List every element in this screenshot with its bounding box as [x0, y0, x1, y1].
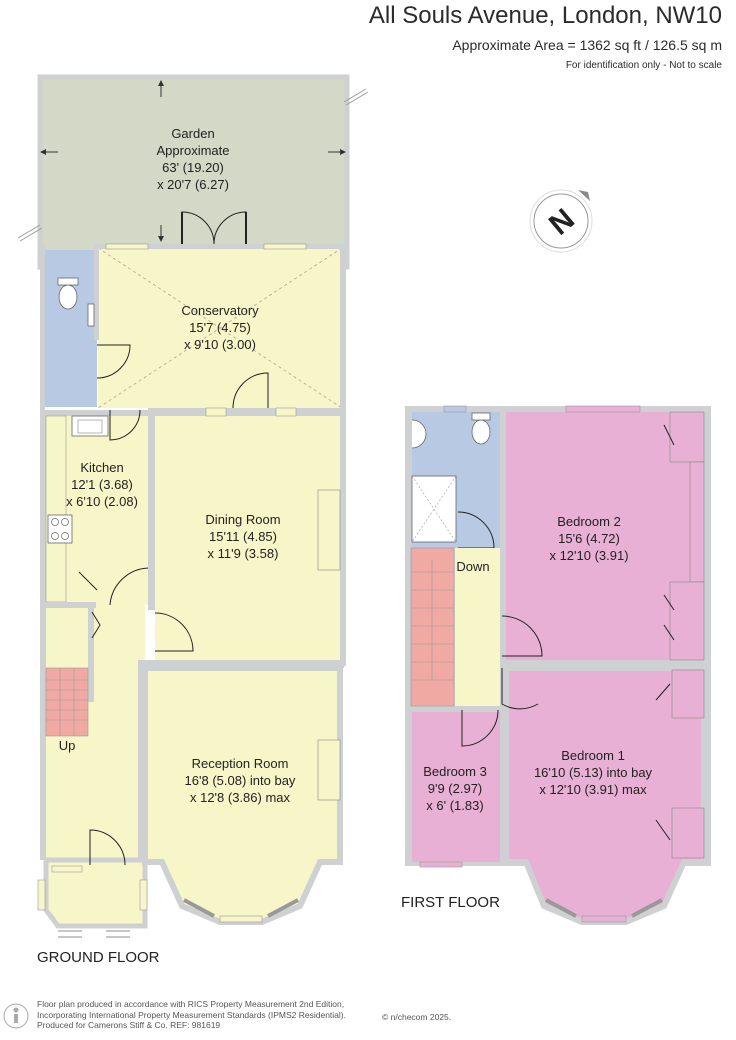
bedroom-2-dim1: 15'6 (4.72): [558, 531, 620, 546]
bedroom-3-dim2: x 6' (1.83): [426, 798, 483, 813]
property-title: All Souls Avenue, London, NW10: [368, 2, 722, 29]
footer-line-3: Produced for Camerons Stiff & Co. REF: 9…: [37, 1020, 221, 1030]
bedroom-2-label: Bedroom 2: [557, 514, 621, 529]
garden-dim1: 63' (19.20): [162, 160, 224, 175]
bedroom-3-label: Bedroom 3: [423, 764, 487, 779]
stairs-down-label: Down: [456, 559, 489, 574]
stairs-up-label: Up: [59, 738, 76, 753]
dining-room-area: [155, 416, 340, 660]
stairs-down: [410, 547, 455, 707]
footer-line-1: Floor plan produced in accordance with R…: [37, 999, 345, 1009]
footer-line-2: Incorporating International Property Mea…: [37, 1009, 346, 1020]
conservatory-dim1: 15'7 (4.75): [189, 320, 251, 335]
bedroom-3-dim1: 9'9 (2.97): [428, 781, 483, 796]
north-compass: [529, 189, 593, 253]
kitchen-label: Kitchen: [80, 460, 123, 475]
area-summary: Approximate Area = 1362 sq ft / 126.5 sq…: [452, 37, 722, 53]
copyright: © n/checom 2025.: [382, 1012, 452, 1022]
reception-room-label: Reception Room: [192, 756, 289, 771]
dining-room-dim2: x 11'9 (3.58): [208, 546, 279, 561]
rics-logo: [3, 1003, 29, 1029]
wc-area: [45, 250, 97, 407]
conservatory-label: Conservatory: [181, 303, 259, 318]
garden-area: [37, 74, 350, 270]
room-labels: Garden Approximate 63' (19.20) x 20'7 (6…: [59, 126, 653, 813]
reception-room-dim2: x 12'8 (3.86) max: [190, 790, 291, 805]
ground-floor-plan: [17, 74, 369, 938]
first-floor-plan: [405, 405, 711, 925]
first-floor-label: FIRST FLOOR: [401, 894, 500, 911]
ground-floor-label: GROUND FLOOR: [37, 949, 160, 966]
stairs-up: [45, 667, 89, 737]
garden-label: Garden: [171, 126, 214, 141]
disclaimer-note: For identification only - Not to scale: [565, 60, 722, 71]
bedroom-2-dim2: x 12'10 (3.91): [549, 548, 628, 563]
conservatory-dim2: x 9'10 (3.00): [184, 337, 256, 352]
bedroom-1-dim1: 16'10 (5.13) into bay: [534, 765, 653, 780]
dining-room-dim1: 15'11 (4.85): [209, 529, 277, 544]
kitchen-dim1: 12'1 (3.68): [71, 477, 133, 492]
bedroom-1-dim2: x 12'10 (3.91) max: [539, 782, 647, 797]
dining-room-label: Dining Room: [205, 512, 280, 527]
bedroom-1-label: Bedroom 1: [561, 748, 625, 763]
footer-notes: Floor plan produced in accordance with R…: [37, 999, 477, 1031]
kitchen-dim2: x 6'10 (2.08): [66, 494, 138, 509]
reception-room-dim1: 16'8 (5.08) into bay: [185, 773, 296, 788]
garden-line2: Approximate: [157, 143, 230, 158]
porch-area: [43, 857, 148, 929]
garden-dim2: x 20'7 (6.27): [157, 177, 229, 192]
